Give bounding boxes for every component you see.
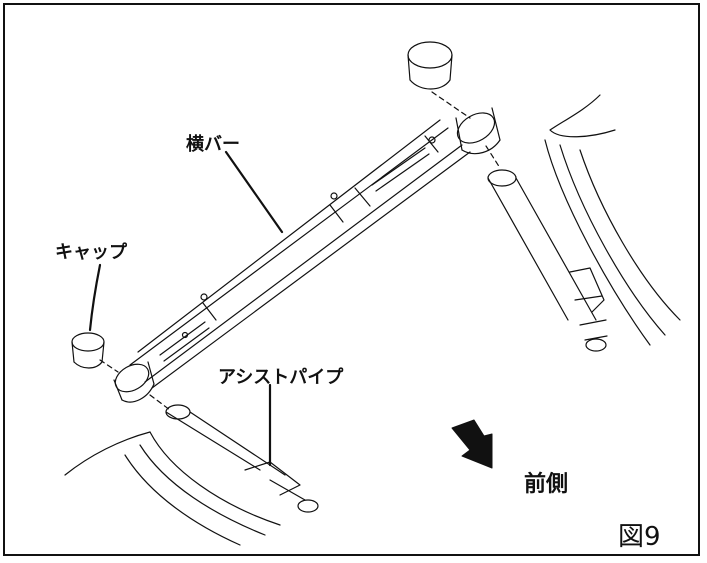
- assist-pipe-right: [487, 169, 608, 352]
- cap-right: [407, 41, 453, 90]
- front-arrow-icon: [451, 419, 493, 469]
- assist-pipe-left: [165, 404, 319, 513]
- seat-outline-right: [544, 94, 681, 346]
- seat-outline-left: [64, 431, 281, 546]
- label-assist-pipe: アシストパイプ: [218, 367, 344, 388]
- label-front: 前側: [524, 472, 569, 497]
- label-cap: キャップ: [55, 242, 127, 263]
- cross-bar: [129, 119, 471, 389]
- right-sleeve: [455, 107, 501, 155]
- cap-left: [71, 332, 105, 369]
- left-sleeve: [113, 361, 155, 403]
- leader-lines: [88, 150, 284, 467]
- figure-number: 図9: [618, 522, 661, 552]
- alignment-lines: [99, 91, 501, 411]
- label-cross-bar: 横バー: [186, 134, 240, 155]
- figure-frame: [3, 3, 700, 556]
